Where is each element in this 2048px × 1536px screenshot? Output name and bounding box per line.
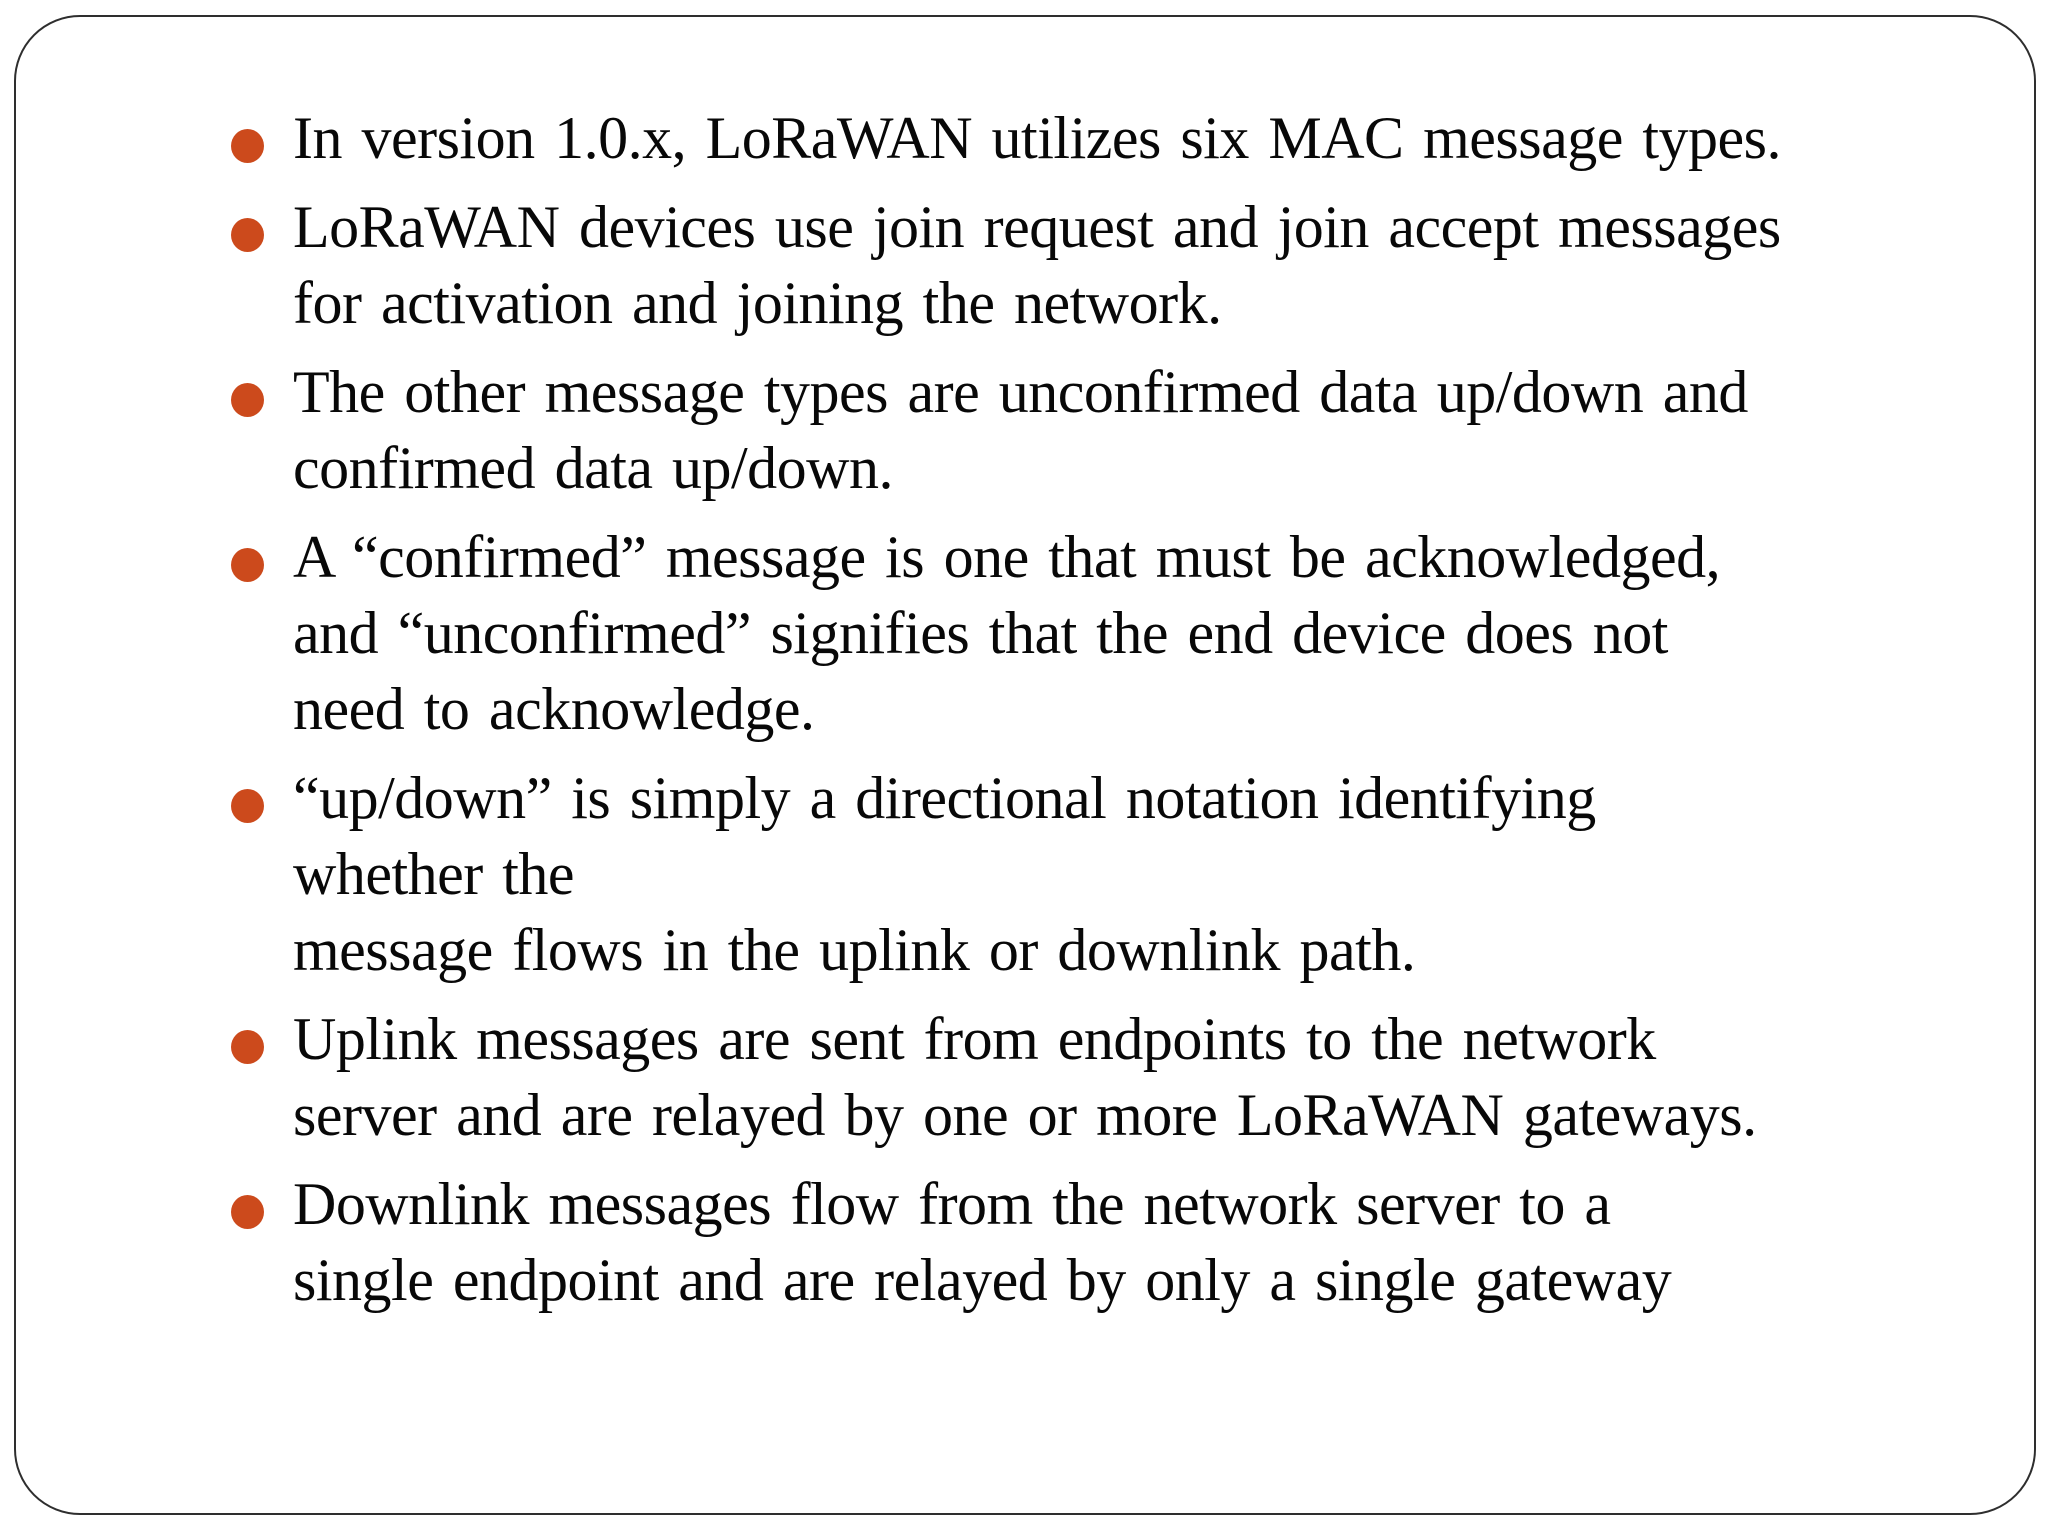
slide-border bbox=[14, 15, 2036, 1515]
bullet-list: In version 1.0.x, LoRaWAN utilizes six M… bbox=[231, 100, 1781, 1331]
bullet-line: whether the bbox=[293, 841, 575, 907]
bullet-dot-icon bbox=[231, 789, 264, 823]
bullet-line: and “unconfirmed” signifies that the end… bbox=[293, 600, 1668, 666]
bullet-line: LoRaWAN devices use join request and joi… bbox=[293, 194, 1781, 260]
bullet-item: “up/down” is simply a directional notati… bbox=[231, 760, 1781, 988]
bullet-item: In version 1.0.x, LoRaWAN utilizes six M… bbox=[231, 100, 1781, 176]
bullet-line: In version 1.0.x, LoRaWAN utilizes six M… bbox=[293, 105, 1781, 171]
bullet-line: server and are relayed by one or more Lo… bbox=[293, 1082, 1757, 1148]
bullet-line: The other message types are unconfirmed … bbox=[293, 359, 1748, 425]
bullet-line: for activation and joining the network. bbox=[293, 270, 1222, 336]
bullet-line: need to acknowledge. bbox=[293, 676, 815, 742]
bullet-line: Downlink messages flow from the network … bbox=[293, 1171, 1611, 1237]
bullet-line: single endpoint and are relayed by only … bbox=[293, 1247, 1672, 1313]
bullet-dot-icon bbox=[231, 129, 264, 163]
bullet-item: Downlink messages flow from the network … bbox=[231, 1166, 1781, 1318]
bullet-dot-icon bbox=[231, 1195, 264, 1229]
bullet-dot-icon bbox=[231, 383, 264, 417]
bullet-line: message flows in the uplink or downlink … bbox=[293, 917, 1416, 983]
bullet-dot-icon bbox=[231, 1030, 264, 1064]
bullet-dot-icon bbox=[231, 548, 264, 582]
bullet-item: Uplink messages are sent from endpoints … bbox=[231, 1001, 1781, 1153]
bullet-line: Uplink messages are sent from endpoints … bbox=[293, 1006, 1656, 1072]
bullet-line: A “confirmed” message is one that must b… bbox=[293, 524, 1721, 590]
bullet-dot-icon bbox=[231, 218, 264, 252]
bullet-item: A “confirmed” message is one that must b… bbox=[231, 519, 1781, 747]
bullet-line: confirmed data up/down. bbox=[293, 435, 893, 501]
bullet-item: LoRaWAN devices use join request and joi… bbox=[231, 189, 1781, 341]
bullet-item: The other message types are unconfirmed … bbox=[231, 354, 1781, 506]
bullet-line: “up/down” is simply a directional notati… bbox=[293, 765, 1596, 831]
